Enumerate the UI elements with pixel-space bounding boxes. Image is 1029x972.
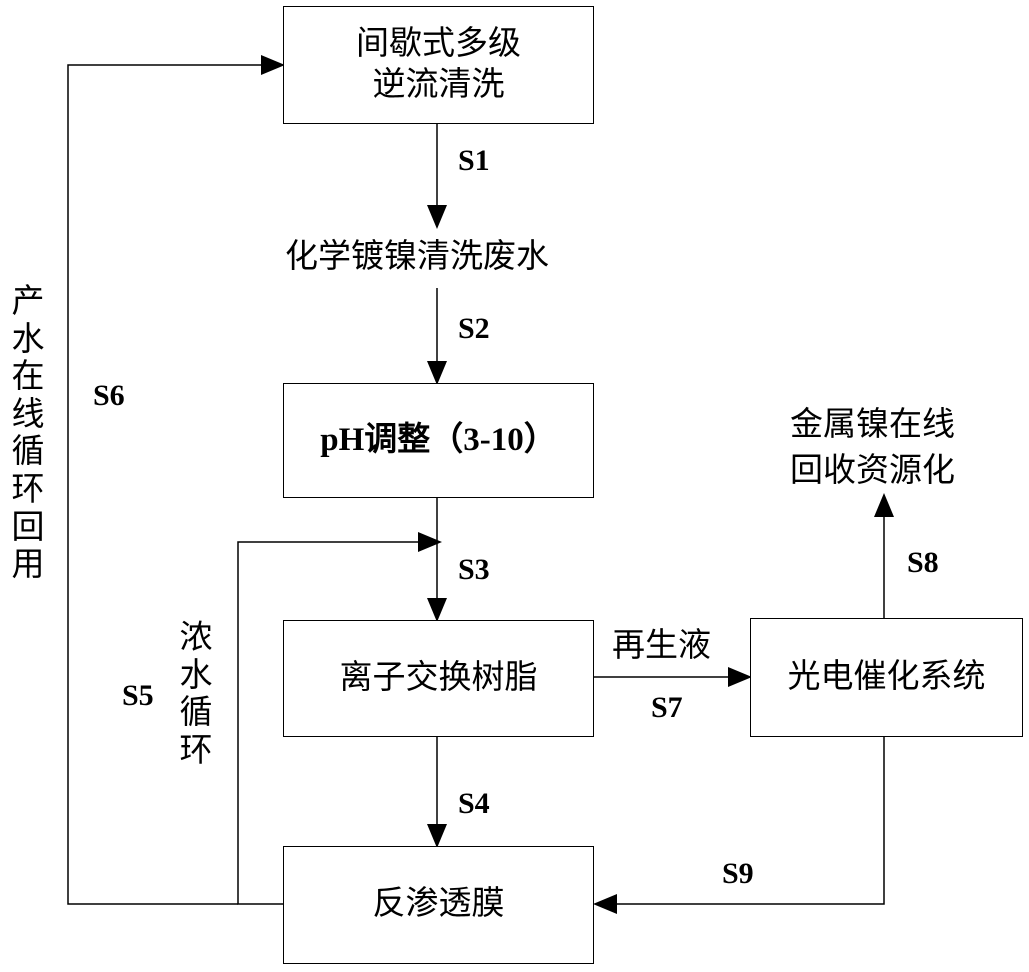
s6-arrowhead (261, 55, 285, 75)
step-s9-label: S9 (722, 857, 754, 890)
wastewater-label: 化学镀镍清洗废水 (285, 239, 549, 275)
water-recycle-label: 产水在线循环回用 (11, 284, 45, 584)
ion-exchange-box: 离子交换树脂 (283, 620, 594, 737)
ph-prefix: pH (320, 421, 365, 458)
s3-arrowhead (427, 598, 447, 622)
s4-arrowhead (427, 824, 447, 848)
ph-range: 调整（3-10） (364, 421, 557, 458)
ph-adjust-box: pH调整（3-10） (283, 383, 594, 498)
regeneration-liquid-label: 再生液 (612, 628, 711, 664)
s2-arrowhead (427, 361, 447, 385)
s8-arrowhead (874, 493, 894, 517)
step-s8-label: S8 (907, 546, 939, 579)
s5-arrowhead (418, 532, 442, 552)
step-s4-label: S4 (458, 787, 490, 820)
s9-arrowhead (593, 894, 617, 914)
s7-arrowhead (728, 667, 752, 687)
photoelectrocatalysis-box: 光电催化系统 (750, 618, 1023, 737)
step-s5-label: S5 (122, 679, 154, 712)
s5-connector (237, 541, 420, 905)
step-s1-label: S1 (458, 144, 490, 177)
s9-connector (615, 737, 885, 905)
nickel-recovery-label: 金属镍在线 回收资源化 (790, 407, 955, 490)
step-s2-label: S2 (458, 312, 490, 345)
ph-adjust-label: pH调整（3-10） (320, 420, 557, 461)
s1-arrowhead (427, 205, 447, 229)
s6-connector (67, 64, 263, 905)
step-s7-label: S7 (651, 691, 683, 724)
concentrate-recycle-label: 浓水循环 (179, 620, 213, 769)
step-s3-label: S3 (458, 553, 490, 586)
step-s6-label: S6 (93, 379, 125, 412)
wash-box: 间歇式多级 逆流清洗 (283, 6, 594, 124)
reverse-osmosis-box: 反渗透膜 (283, 846, 594, 964)
